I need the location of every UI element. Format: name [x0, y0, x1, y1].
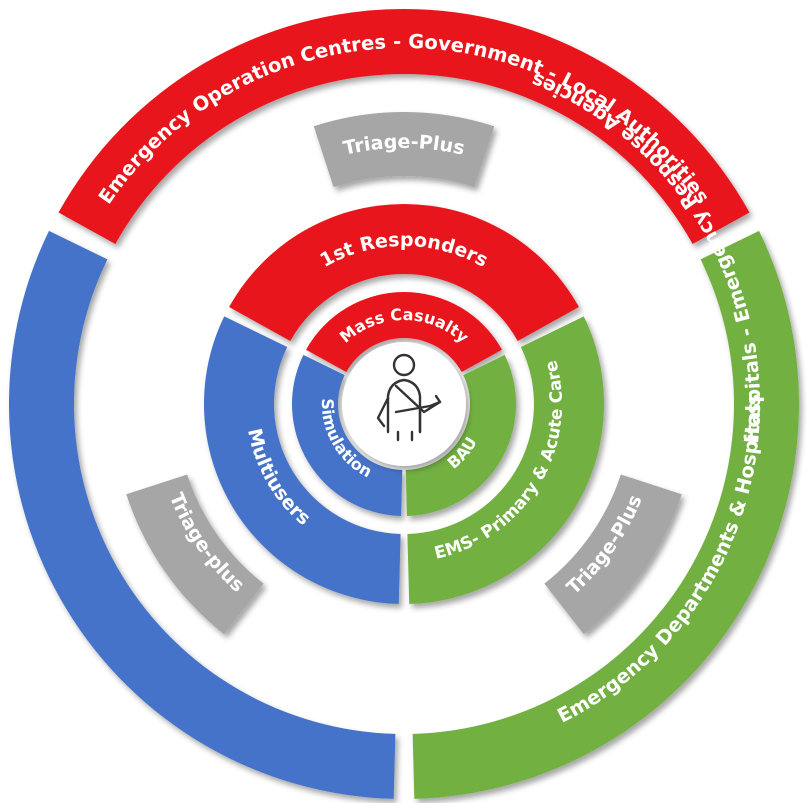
triage-tabs	[126, 111, 682, 635]
inner-ring	[292, 291, 516, 516]
triage-tab-right[interactable]	[544, 474, 682, 635]
injured-person-icon	[376, 353, 442, 442]
inner-segment-right[interactable]	[405, 354, 516, 516]
middle-segment-left[interactable]	[204, 316, 401, 604]
triage-tab-top[interactable]	[313, 111, 495, 188]
center-hub	[342, 342, 466, 466]
outer-segment-left[interactable]	[9, 230, 396, 799]
middle-segment-right[interactable]	[407, 316, 604, 604]
outer-ring	[9, 9, 799, 799]
middle-ring	[204, 204, 604, 604]
outer-segment-top[interactable]	[58, 9, 750, 245]
outer-segment-right[interactable]	[412, 230, 799, 799]
inner-segment-left[interactable]	[292, 354, 403, 516]
triage-tab-left[interactable]	[126, 474, 264, 635]
middle-segment-top[interactable]	[229, 204, 579, 341]
inner-segment-top[interactable]	[306, 291, 502, 372]
